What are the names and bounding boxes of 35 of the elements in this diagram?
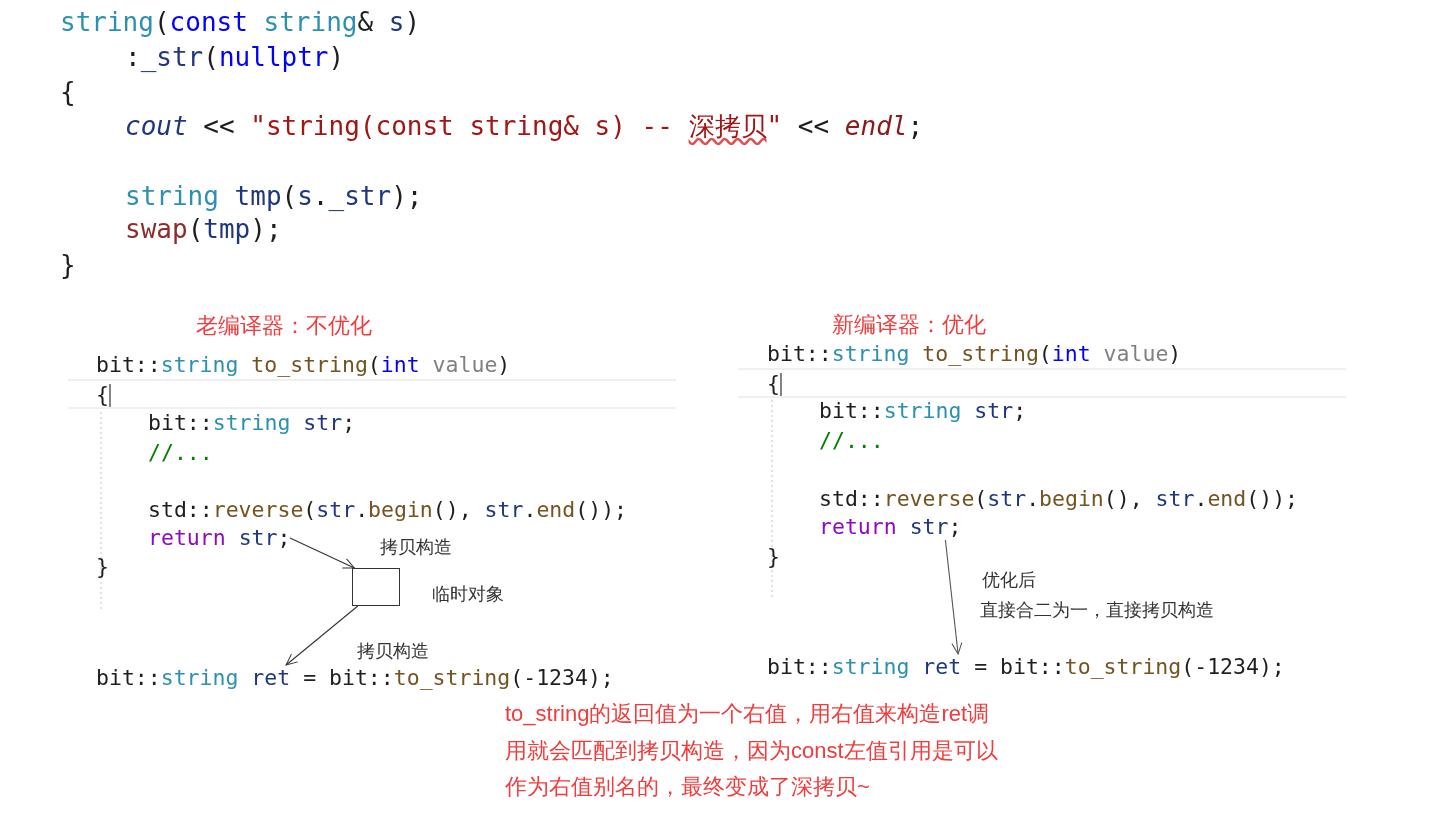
code-line: } (60, 249, 76, 281)
code-line: return str; (148, 525, 291, 551)
explanation-note: to_string的返回值为一个右值，用右值来构造ret调用就会匹配到拷贝构造，因为const左值引用是可以作为右值别名的，最终变成了深拷贝~ (505, 700, 999, 801)
object-box (352, 568, 400, 606)
arrow (289, 537, 355, 569)
code-line: bit::string to_string(int value) (96, 352, 511, 378)
code-line: } (767, 544, 780, 570)
code-line: bit::string to_string(int value) (767, 341, 1182, 367)
code-line: { (767, 371, 780, 397)
code-comment: //... (148, 440, 213, 466)
code-line: bit::string str; (819, 398, 1027, 424)
code-line: bit::string str; (148, 410, 356, 436)
arrow (285, 605, 359, 666)
section-heading: 新编译器：优化 (832, 312, 986, 338)
code-line: bit::string ret = bit::to_string(-1234); (767, 654, 1285, 680)
annotation-text: 直接合二为一，直接拷贝构造 (980, 600, 1214, 621)
box-caption: 临时对象 (432, 584, 504, 605)
arrow (944, 539, 963, 655)
code-line: std::reverse(str.begin(), str.end()); (819, 486, 1299, 512)
edge-label: 拷贝构造 (355, 641, 431, 662)
section-heading: 老编译器：不优化 (196, 313, 372, 339)
code-line: swap(tmp); (125, 213, 282, 245)
code-line: } (96, 554, 109, 580)
code-line: { (60, 76, 76, 108)
code-line: std::reverse(str.begin(), str.end()); (148, 497, 628, 523)
code-line: string tmp(s._str); (125, 180, 423, 212)
code-line: :_str(nullptr) (125, 41, 345, 73)
edge-label: 优化后 (980, 570, 1038, 591)
edge-label: 拷贝构造 (378, 537, 454, 558)
code-comment: //... (819, 428, 884, 454)
code-line: return str; (819, 514, 962, 540)
code-line: cout << "string(const string& s) -- 深拷贝" << endl; (125, 110, 924, 142)
code-line: string(const string& s) (60, 6, 421, 38)
code-line: bit::string ret = bit::to_string(-1234); (96, 665, 614, 691)
code-line: { (96, 382, 109, 408)
